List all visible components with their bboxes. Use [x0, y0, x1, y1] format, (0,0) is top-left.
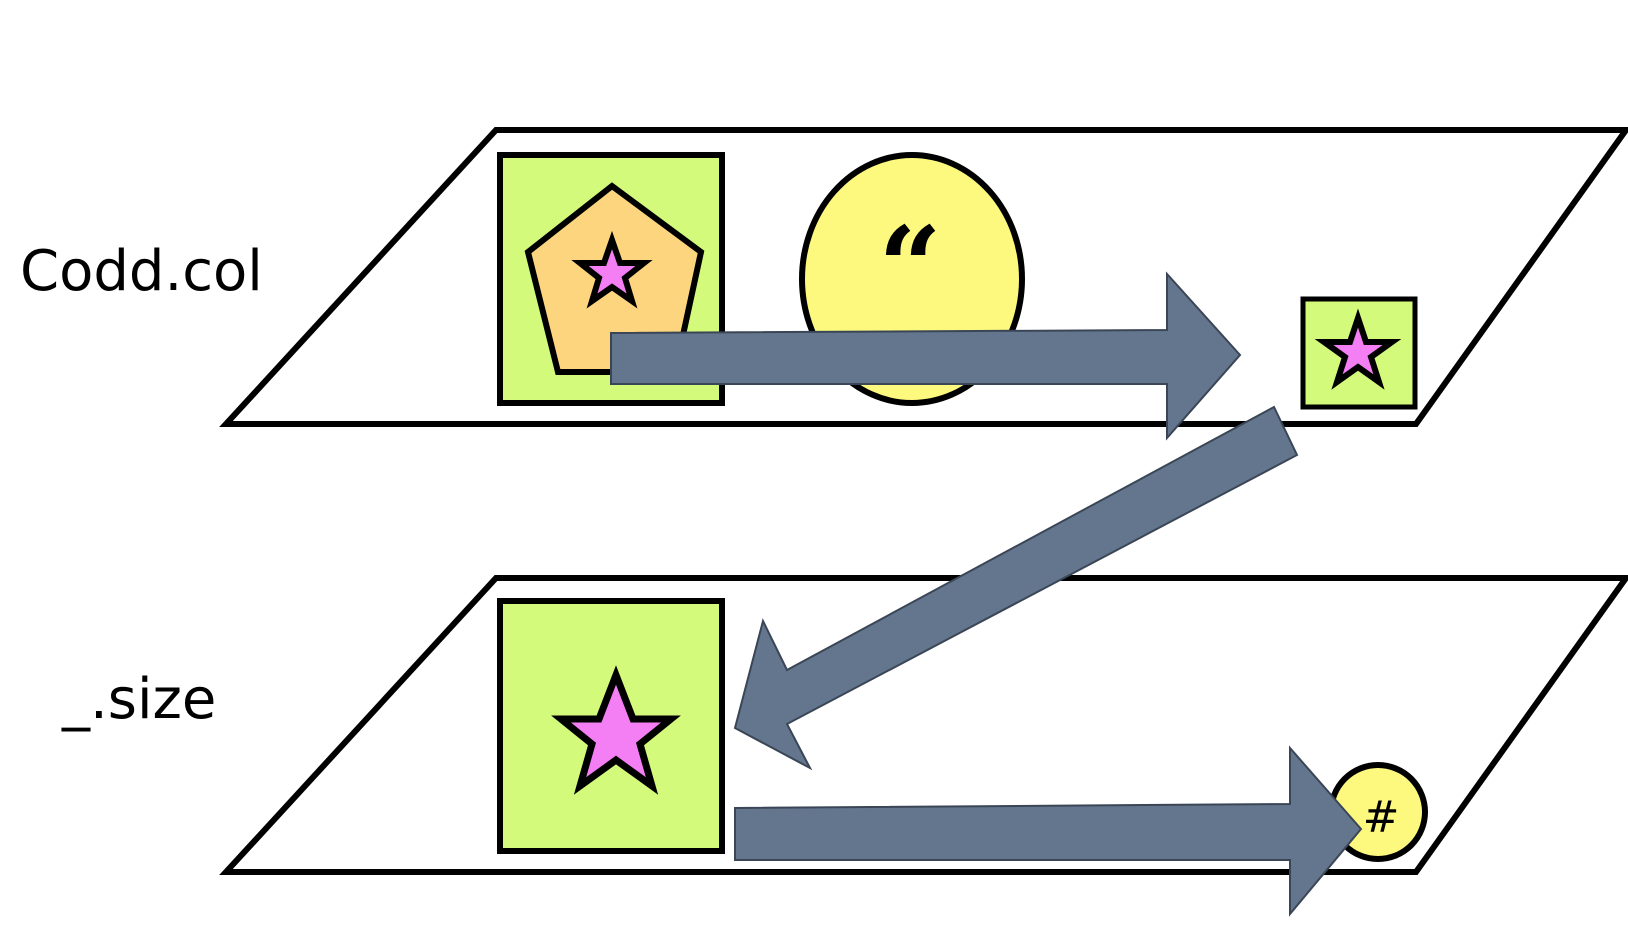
count-mark-icon: #: [1363, 792, 1400, 843]
star-icon-small: [1314, 308, 1402, 390]
quote-mark-icon: “: [878, 202, 941, 331]
star-icon-large: [551, 665, 681, 795]
row-label-codd-col: Codd.col: [20, 239, 263, 304]
arrow-select-column: [610, 271, 1242, 441]
arrow-compute-size: [734, 745, 1363, 917]
arrow-descend: [733, 405, 1299, 771]
row-label-size: _.size: [62, 667, 217, 732]
star-icon: [571, 230, 653, 309]
